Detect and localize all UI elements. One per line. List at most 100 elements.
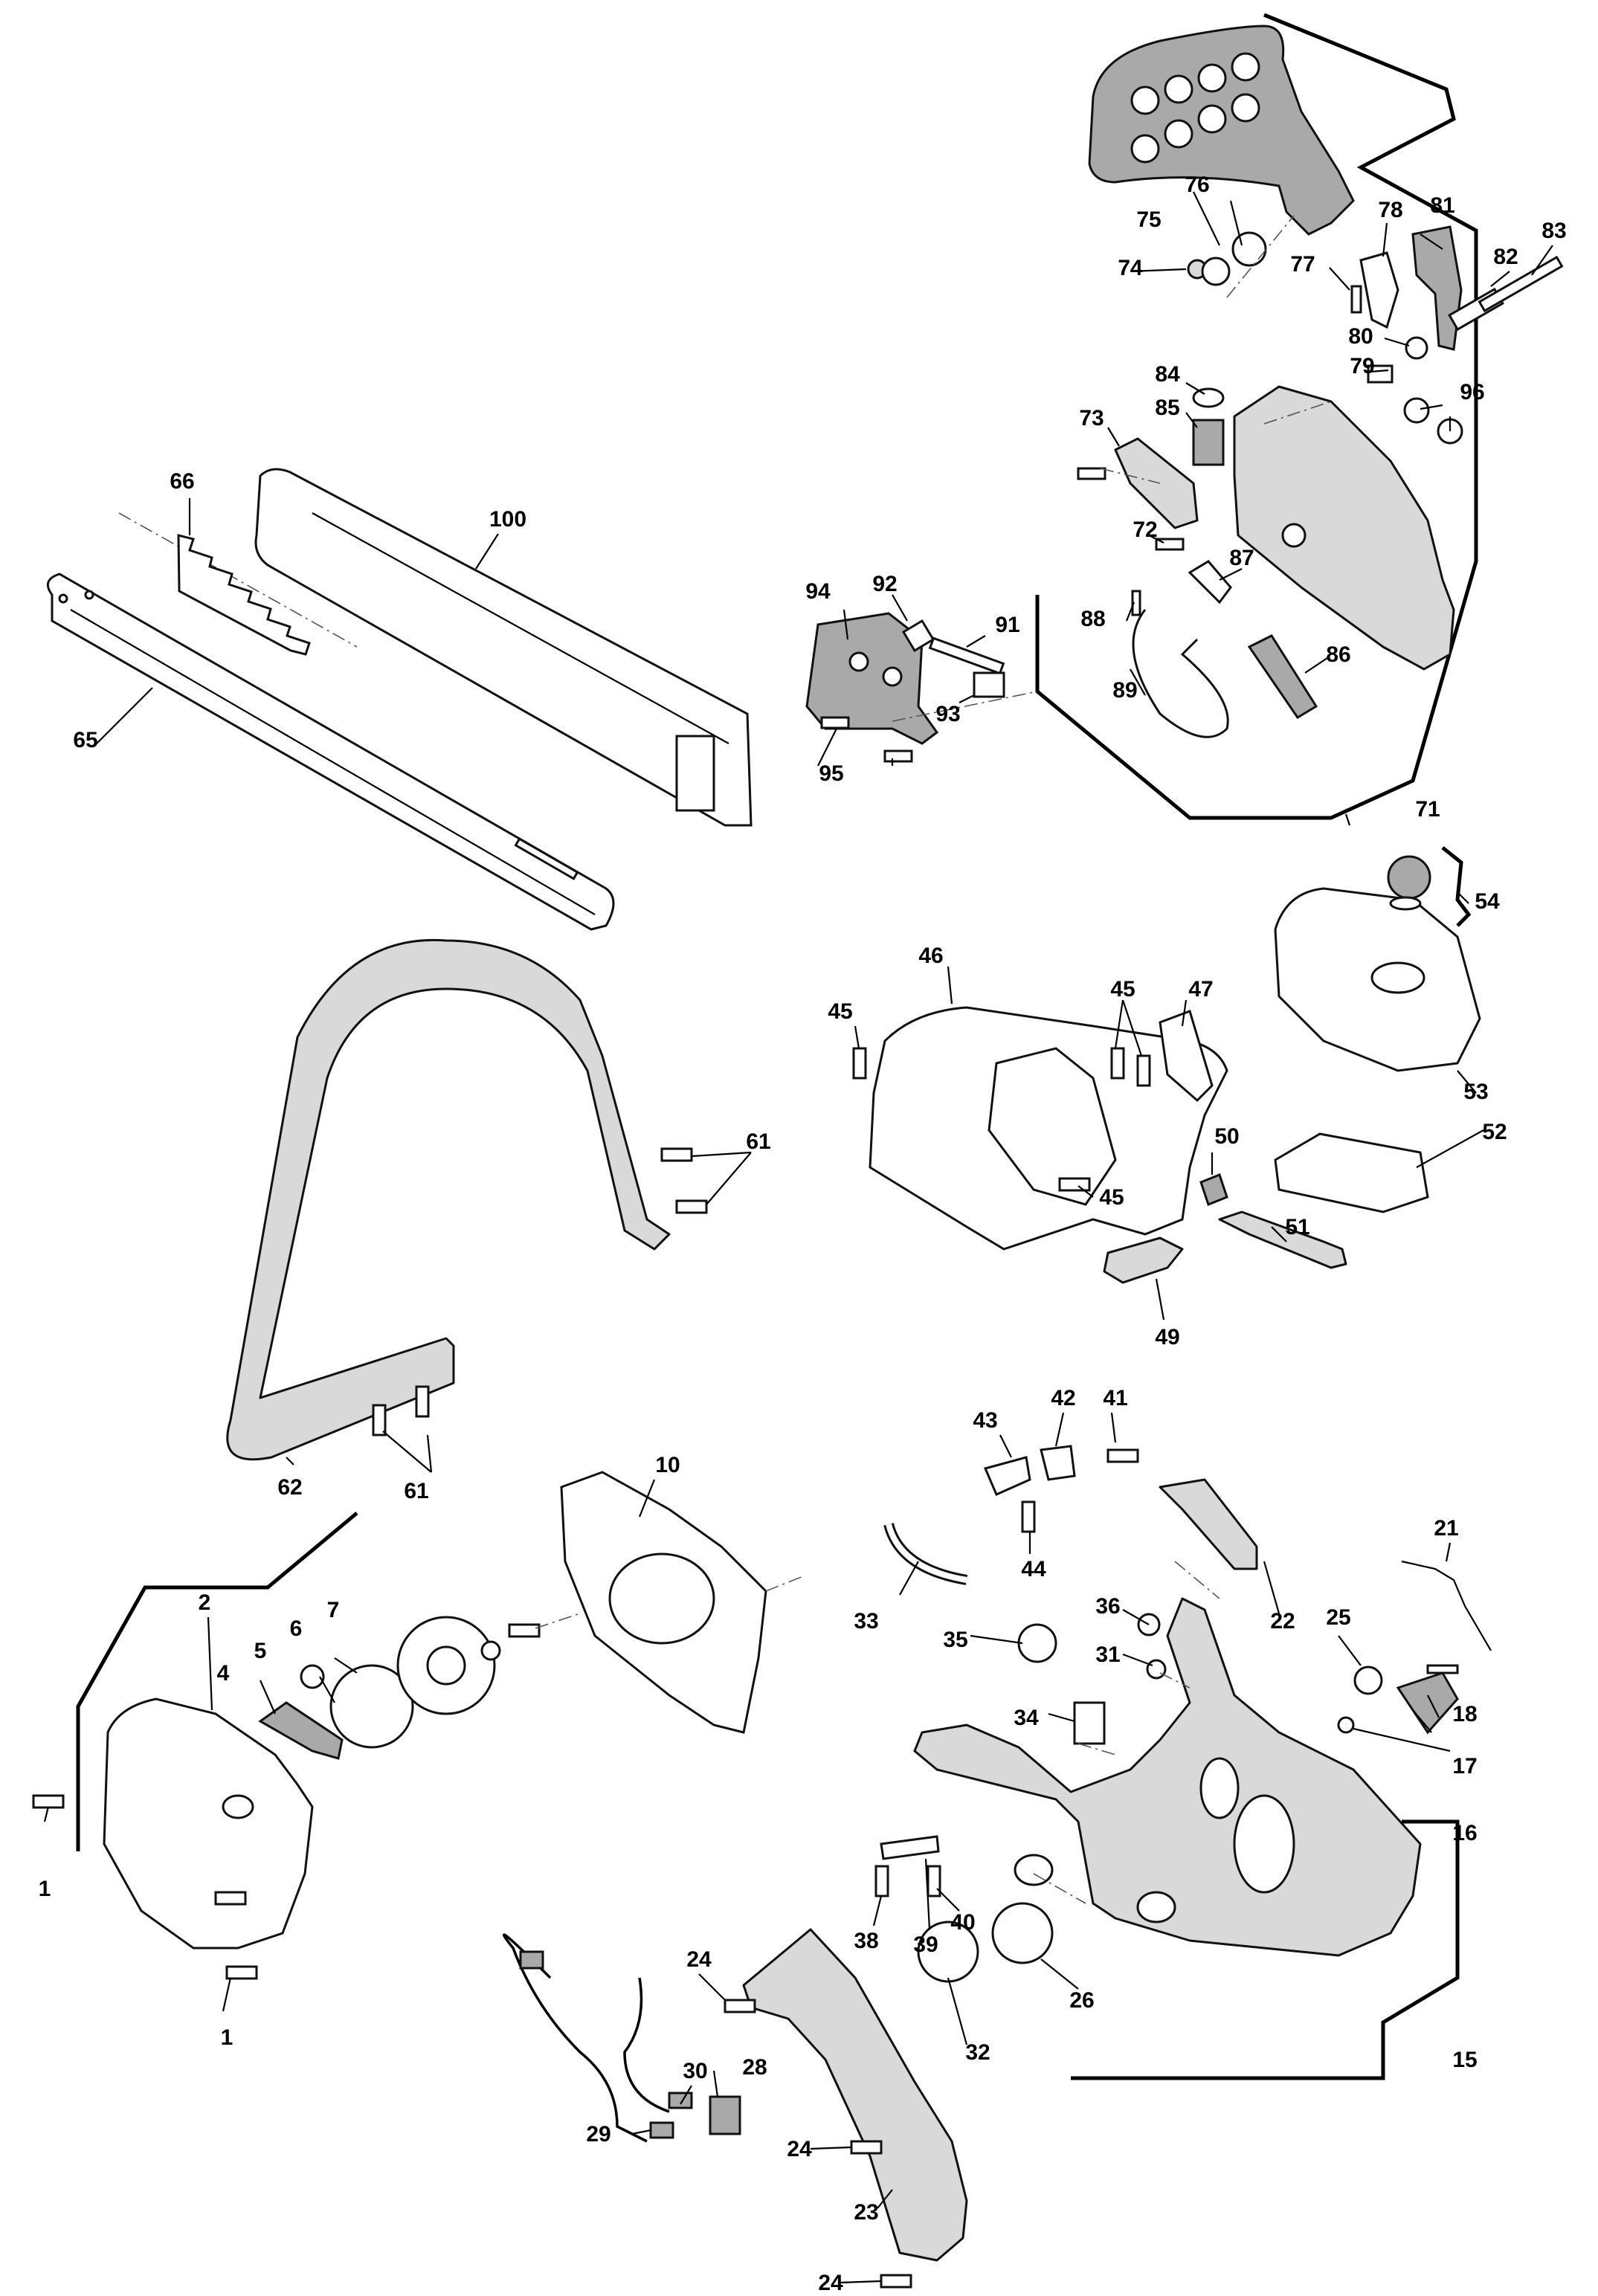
lever-78 xyxy=(1359,251,1399,329)
fuel-cap-32 xyxy=(917,1921,979,1983)
callout-47: 47 xyxy=(1188,977,1213,1002)
screw-95a xyxy=(820,716,850,729)
callout-25: 25 xyxy=(1326,1605,1350,1630)
grommet-35 xyxy=(1017,1623,1057,1663)
callout-61: 61 xyxy=(746,1129,770,1154)
front-handle xyxy=(226,938,671,1461)
callout-71: 71 xyxy=(1415,797,1440,822)
bolt-83 xyxy=(1478,255,1564,313)
throttle-lock-17 xyxy=(1396,1671,1459,1735)
callout-45: 45 xyxy=(828,999,852,1024)
connector-29 xyxy=(649,2121,674,2139)
wire-harness xyxy=(502,1933,670,2143)
callout-4: 4 xyxy=(217,1661,230,1686)
callout-labels: 1 1 2 4 5 6 7 10 15 16 17 18 21 22 23 24… xyxy=(39,172,1567,2295)
bracket-73 xyxy=(1114,437,1199,529)
callout-41: 41 xyxy=(1103,1386,1127,1410)
screw-41 xyxy=(1106,1448,1139,1463)
screw-24b xyxy=(850,2140,883,2155)
callout-33: 33 xyxy=(854,1609,878,1634)
callout-24: 24 xyxy=(787,2137,812,2161)
washer-84 xyxy=(1192,387,1225,408)
callout-40: 40 xyxy=(950,1910,975,1935)
spring-85 xyxy=(1192,419,1225,466)
screw-1b xyxy=(214,1891,247,1906)
callout-73: 73 xyxy=(1079,406,1104,430)
callout-leaders xyxy=(43,191,1553,2284)
callout-91: 91 xyxy=(995,613,1019,637)
rod-21 xyxy=(1401,1560,1492,1651)
screw-40 xyxy=(927,1865,941,1897)
callout-1: 1 xyxy=(221,2025,233,2050)
callout-61: 61 xyxy=(404,1479,428,1503)
cylinder-cover xyxy=(1274,887,1481,1072)
spring-39 xyxy=(880,1835,940,1860)
filter-34 xyxy=(1073,1701,1106,1745)
screw-72b xyxy=(1077,467,1106,480)
screw-2 xyxy=(508,1623,541,1638)
callout-53: 53 xyxy=(1463,1080,1488,1104)
callout-31: 31 xyxy=(1095,1642,1120,1667)
throttle-part-49 xyxy=(1103,1236,1184,1284)
callout-80: 80 xyxy=(1348,324,1373,349)
pin-88 xyxy=(1131,590,1141,616)
side-plate xyxy=(805,612,939,745)
callout-84: 84 xyxy=(1155,362,1180,387)
screw-44 xyxy=(1021,1500,1036,1533)
brake-band xyxy=(1132,609,1229,738)
bolt-91 xyxy=(928,636,1005,675)
callout-94: 94 xyxy=(805,579,831,604)
screw-24a xyxy=(724,1999,756,2013)
chain-brake-hand-guard xyxy=(1088,25,1355,236)
nut-93 xyxy=(973,671,1005,698)
group-15-bracket xyxy=(1071,1819,1460,2080)
link-42 xyxy=(1040,1445,1076,1481)
callout-30: 30 xyxy=(683,2059,707,2083)
callout-21: 21 xyxy=(1434,1516,1458,1541)
screw-61d xyxy=(415,1385,430,1418)
callout-44: 44 xyxy=(1021,1557,1046,1581)
callout-52: 52 xyxy=(1482,1120,1507,1144)
callout-88: 88 xyxy=(1080,607,1105,631)
rear-handle xyxy=(913,1597,1422,1957)
hand-guard-23 xyxy=(742,1928,968,2262)
callout-49: 49 xyxy=(1155,1325,1179,1349)
nut-96a xyxy=(1403,397,1430,424)
plug-top xyxy=(519,1950,544,1970)
leader-dashes xyxy=(535,215,1332,1904)
starter-handle-4 xyxy=(258,1701,344,1760)
screw-61b xyxy=(675,1199,708,1214)
callout-66: 66 xyxy=(170,469,194,494)
callout-24: 24 xyxy=(818,2271,843,2295)
rope-guide-5 xyxy=(300,1664,325,1689)
washer-75 xyxy=(1201,257,1231,286)
callout-93: 93 xyxy=(935,702,960,726)
callout-38: 38 xyxy=(854,1929,878,1953)
choke-rod-51 xyxy=(1218,1210,1347,1269)
screw-24c xyxy=(880,2274,912,2289)
callout-100: 100 xyxy=(489,507,526,532)
callout-45: 45 xyxy=(1099,1185,1124,1210)
brake-spring xyxy=(1247,634,1318,720)
screw-1a xyxy=(32,1794,65,1809)
callout-78: 78 xyxy=(1378,198,1402,222)
fan-housing xyxy=(560,1471,767,1734)
cap-ring-26 xyxy=(1136,1891,1176,1923)
washer-2 xyxy=(480,1640,501,1661)
callout-32: 32 xyxy=(965,2040,990,2065)
callout-74: 74 xyxy=(1118,256,1143,280)
callout-6: 6 xyxy=(290,1616,303,1641)
screw-38 xyxy=(874,1865,889,1897)
starter-spring-6 xyxy=(329,1664,414,1749)
callout-35: 35 xyxy=(943,1628,967,1652)
group-54-bracket xyxy=(1441,846,1472,927)
callout-86: 86 xyxy=(1326,642,1350,667)
group-71-bracket xyxy=(1035,13,1478,820)
ring-16 xyxy=(1337,1716,1355,1734)
spring-80 xyxy=(1405,336,1428,360)
cap-ring-32 xyxy=(1014,1854,1054,1886)
callout-96: 96 xyxy=(1460,380,1484,404)
callout-72: 72 xyxy=(1133,517,1157,542)
callout-82: 82 xyxy=(1493,245,1518,269)
